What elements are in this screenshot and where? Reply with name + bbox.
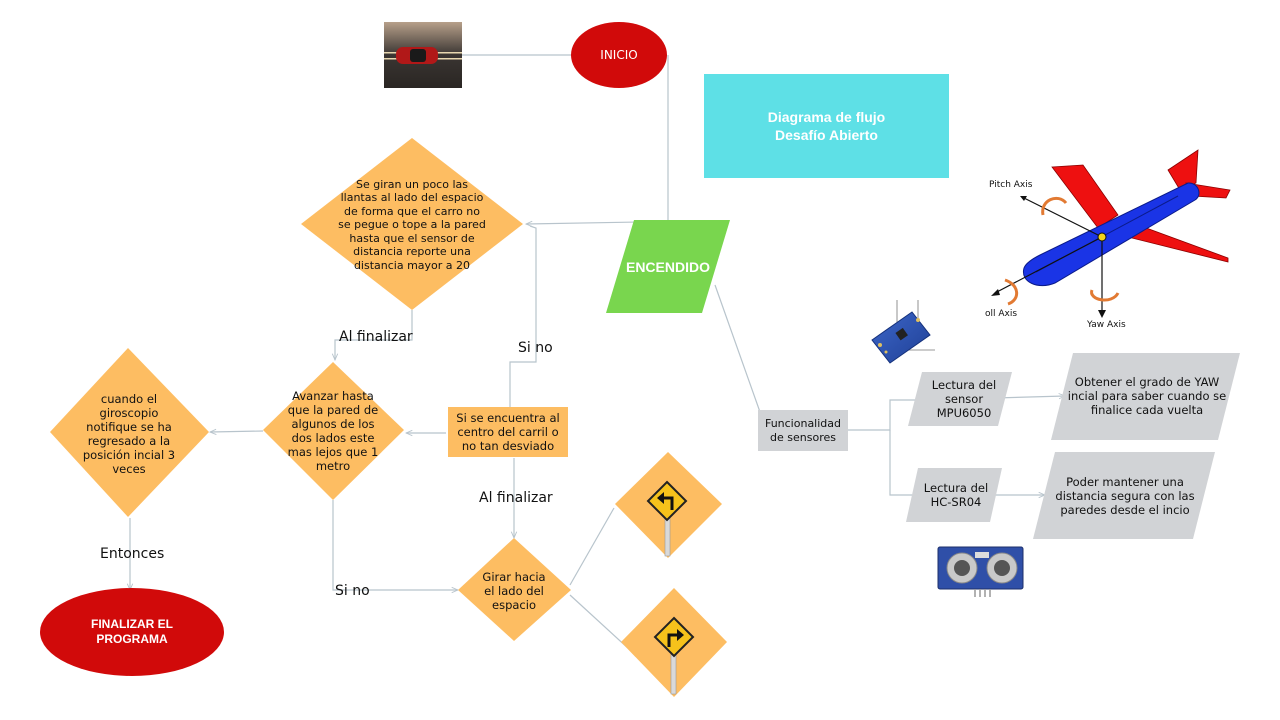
connectors: [130, 54, 1065, 651]
title-text: Diagrama de flujo Desafío Abierto: [704, 74, 949, 178]
funcionalidad-label: Funcionalidad de sensores: [764, 416, 842, 444]
car-photo-icon: [384, 22, 462, 88]
roll-axis-label: oll Axis: [985, 309, 1018, 319]
center-box-shape: [448, 407, 568, 457]
edge-label-al-finalizar-bottom: Al finalizar: [479, 490, 553, 506]
diamond-left-shape: [50, 348, 209, 517]
lectura-hc-shape: [906, 468, 1002, 522]
mpu6050-board-icon: [871, 300, 935, 364]
obtener-yaw-shape: [1051, 353, 1240, 440]
yaw-axis-label: Yaw Axis: [1087, 320, 1126, 330]
airplane-axes-icon: [991, 149, 1231, 318]
encendido-label: ENCENDIDO: [625, 259, 710, 275]
ultrasonic-sensor-icon: [937, 546, 1024, 597]
obtener-yaw-label: Obtener el grado de YAW incial para sabe…: [1067, 375, 1227, 417]
edge-label-al-finalizar-top: Al finalizar: [339, 329, 413, 345]
lectura-hc-label: Lectura del HC-SR04: [923, 481, 989, 509]
lectura-mpu-shape: [908, 372, 1012, 426]
finalizar-node: [40, 588, 224, 676]
diamond-left-label: cuando el giroscopio notifique se ha reg…: [82, 392, 176, 476]
diamond-turn-label: Girar hacia el lado del espacio: [482, 570, 546, 612]
edge-label-si-no-top: Si no: [518, 340, 553, 356]
center-box-label: Si se encuentra al centro del carril o n…: [456, 411, 560, 453]
encendido-node: [606, 220, 730, 313]
inicio-label: INICIO: [600, 48, 638, 62]
diamond-top-shape: [301, 138, 523, 310]
inicio-node: [571, 22, 667, 88]
finalizar-label: FINALIZAR EL PROGRAMA: [91, 617, 173, 646]
left-turn-sign-icon: [646, 480, 688, 557]
title-line-1: Diagrama de flujo: [767, 109, 886, 125]
diamond-turn-shape: [458, 538, 571, 641]
title-line-2: Desafío Abierto: [775, 127, 878, 143]
mantener-dist-label: Poder mantener una distancia segura con …: [1055, 475, 1195, 517]
edge-label-entonces: Entonces: [100, 546, 165, 562]
mantener-dist-shape: [1033, 452, 1215, 539]
lectura-mpu-label: Lectura del sensor MPU6050: [931, 378, 997, 420]
title-box: [704, 74, 949, 178]
diamond-mid-shape: [263, 362, 404, 500]
pitch-axis-label: Pitch Axis: [989, 180, 1033, 190]
right-turn-sign-icon: [653, 616, 695, 695]
funcionalidad-box-shape: [758, 410, 848, 451]
edge-label-si-no-bottom: Si no: [335, 583, 370, 599]
diamond-mid-label: Avanzar hasta que la pared de algunos de…: [287, 389, 379, 473]
diamond-top-label: Se giran un poco las llantas al lado del…: [338, 177, 486, 272]
